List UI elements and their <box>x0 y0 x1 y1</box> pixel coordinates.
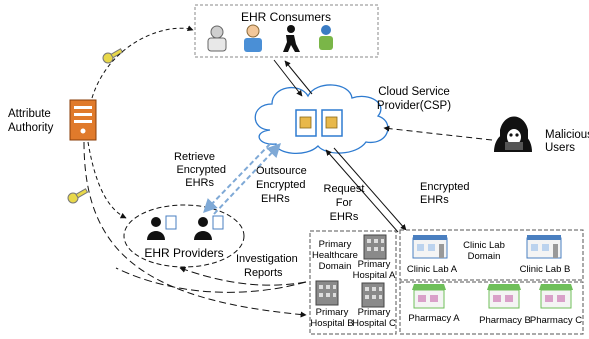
encrypted-document-icon <box>321 109 343 137</box>
csp-label-line2: Provider(CSP) <box>377 100 451 112</box>
request-line2: For <box>336 197 353 209</box>
malicious-label-line2: Users <box>545 142 575 154</box>
outsource-line2: Encrypted <box>256 179 306 191</box>
hospital-building-icon <box>315 280 339 306</box>
clinic-building-icon <box>412 235 448 259</box>
malicious-label-line1: Malicious <box>545 129 589 141</box>
consumer-to-cloud-arrow <box>273 59 303 97</box>
provider-person-icon <box>194 215 224 240</box>
clinic-lab-b-label: Clinic Lab B <box>520 264 571 275</box>
patient-icon <box>244 24 262 52</box>
healthcare-domain-line1: Primary <box>319 239 352 250</box>
investigation-line2: Reports <box>244 267 283 279</box>
hospital-building-icon <box>361 282 385 308</box>
outsource-line3: EHRs <box>261 193 290 205</box>
cloud-service-provider <box>254 84 389 154</box>
hospital-a-line1: Primary <box>358 259 391 270</box>
ehr-providers-ellipse: EHR Providers <box>123 204 245 268</box>
investigation-arrow <box>179 266 307 286</box>
doctor-icon <box>207 25 227 52</box>
clinic-lab-domain-box: Clinic Lab A Clinic Lab Domain Clinic La… <box>399 229 584 281</box>
pharmacy-building-icon <box>412 284 446 309</box>
pharmacy-c-label: Pharmacy C <box>530 315 582 326</box>
clinic-lab-a-label: Clinic Lab A <box>407 264 458 275</box>
outsource-arrow <box>213 142 281 215</box>
ehr-consumers-box: EHR Consumers <box>194 4 379 58</box>
pharmacy-building-icon <box>539 284 573 309</box>
clinic-building-icon <box>526 235 562 259</box>
retrieve-line3: EHRs <box>185 177 214 189</box>
malicious-attack-arrow <box>383 125 493 141</box>
authority-label-line1: Attribute <box>8 108 51 120</box>
encrypted-document-icon <box>295 109 317 137</box>
ehr-providers-title: EHR Providers <box>144 246 223 260</box>
clinic-domain-line2: Domain <box>468 251 501 262</box>
cloud-to-consumer-arrow <box>284 60 313 95</box>
ehr-consumers-title: EHR Consumers <box>241 10 331 24</box>
hospital-b-line1: Primary <box>316 307 349 318</box>
encrypted-line2: EHRs <box>420 194 449 206</box>
hospital-c-line1: Primary <box>358 307 391 318</box>
hospital-a-line2: Hospital A <box>353 270 396 281</box>
pharmacy-a-label: Pharmacy A <box>408 313 460 324</box>
healthcare-domain-box: Primary Healthcare Domain Primary Hospit… <box>309 230 397 335</box>
authority-to-consumers-arrow <box>91 25 194 99</box>
request-arrow <box>325 149 399 233</box>
authority-to-providers-arrow <box>87 141 127 219</box>
authority-label-line2: Authority <box>8 122 54 134</box>
request-line3: EHRs <box>330 211 359 223</box>
retrieve-line1: Retrieve <box>174 151 215 163</box>
authority-to-healthcare-arrow <box>83 141 307 318</box>
pharmacy-domain-box: Pharmacy A Pharmacy B Pharmacy C <box>399 281 584 335</box>
clinic-domain-line1: Clinic Lab <box>463 240 505 251</box>
key-icon <box>67 188 89 204</box>
pharmacy-building-icon <box>487 284 521 309</box>
investigation-arrow-tail <box>115 267 307 293</box>
hospital-c-line2: Hospital C <box>352 318 396 329</box>
retrieve-line2: Encrypted <box>176 164 226 176</box>
encrypted-return-arrow <box>333 147 407 231</box>
key-icon <box>102 48 124 64</box>
runner-icon <box>283 25 300 52</box>
encrypted-line1: Encrypted <box>420 181 470 193</box>
request-line1: Request <box>324 183 365 195</box>
server-icon <box>69 99 97 141</box>
hospital-b-line2: Hospital B <box>310 318 353 329</box>
healthcare-domain-line3: Domain <box>319 261 352 272</box>
outsource-line1: Outsource <box>256 165 307 177</box>
hacker-icon <box>494 116 532 152</box>
hospital-building-icon <box>363 234 387 260</box>
provider-person-icon <box>147 215 177 240</box>
investigation-line1: Investigation <box>236 253 298 265</box>
pharmacy-b-label: Pharmacy B <box>479 315 531 326</box>
healthcare-domain-line2: Healthcare <box>312 250 358 261</box>
csp-label-line1: Cloud Service <box>378 86 450 98</box>
staff-icon <box>319 25 333 50</box>
